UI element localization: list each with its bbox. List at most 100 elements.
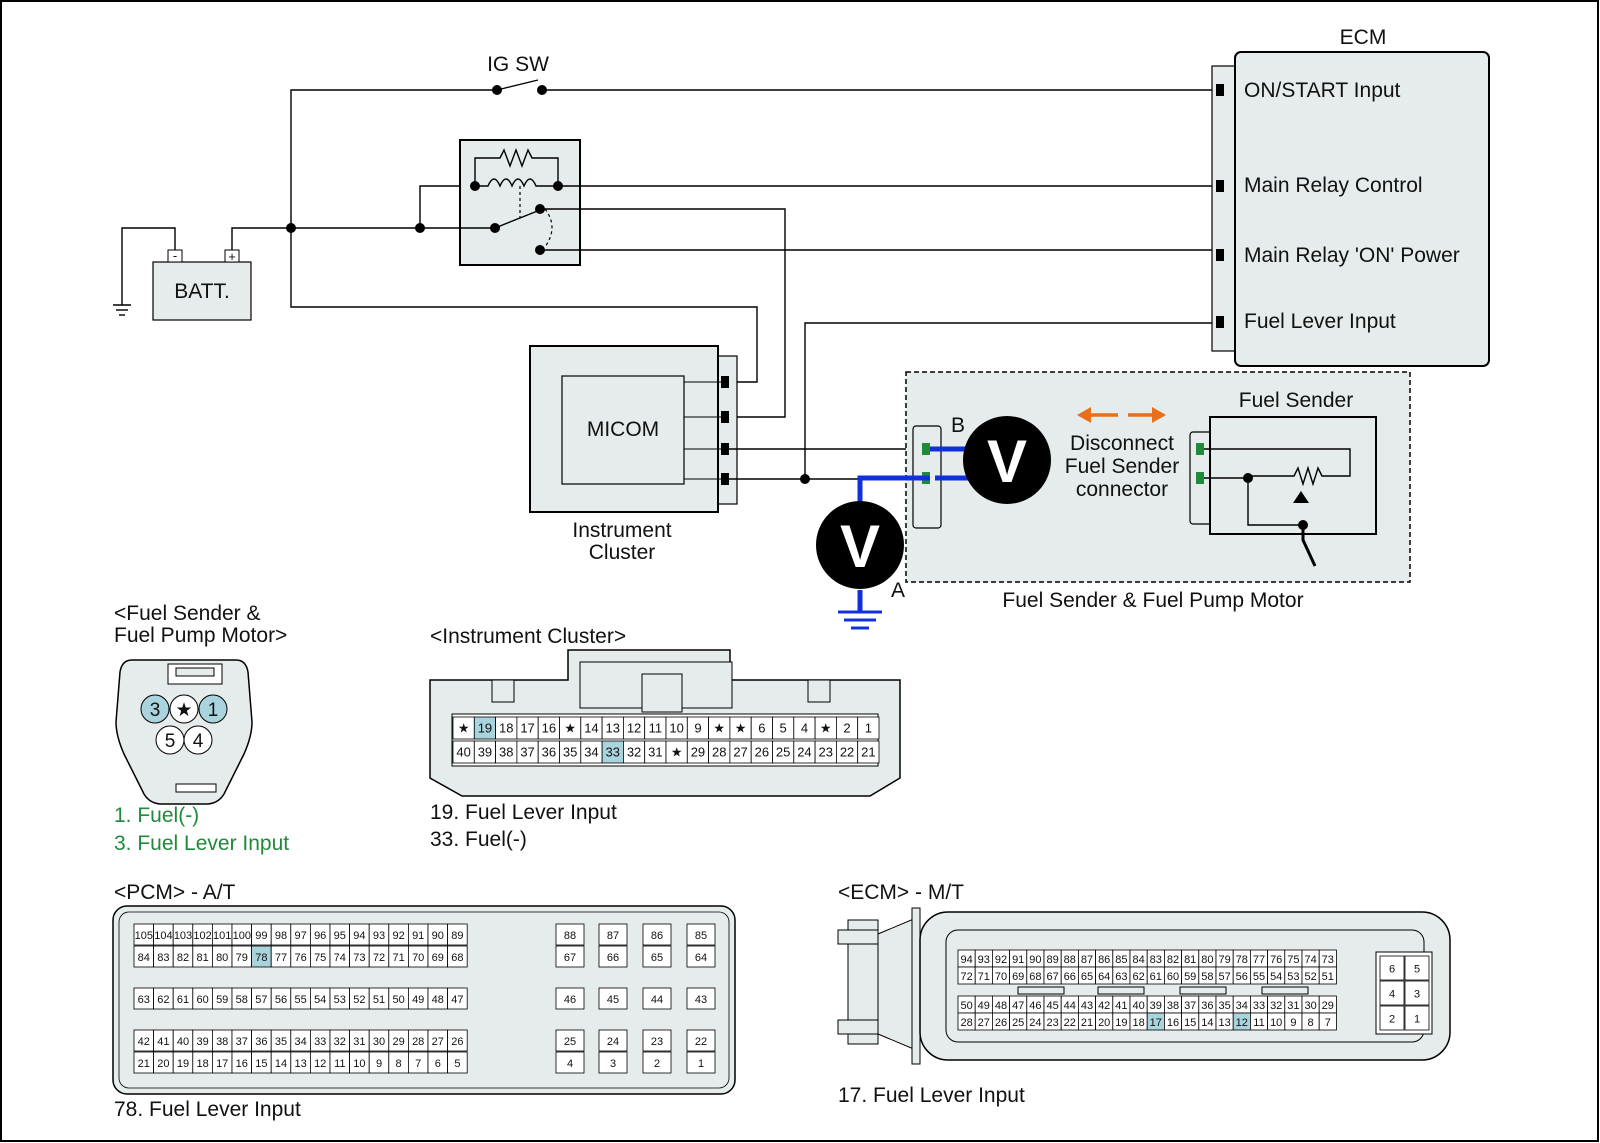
pin-38: 38 [1164,995,1183,1014]
pin-19: 19 [172,1051,194,1074]
pin-52: 52 [1301,966,1320,985]
svg-text:44: 44 [651,994,663,1006]
svg-text:71: 71 [392,952,404,964]
svg-text:21: 21 [861,745,875,760]
pin-73: 73 [1318,949,1337,968]
battery-plus: + [228,249,236,264]
pin-34: 34 [580,740,603,764]
fs-pin-4 [183,725,213,755]
svg-text:62: 62 [1132,971,1144,983]
svg-text:32: 32 [1270,1000,1282,1012]
svg-text:66: 66 [607,952,619,964]
pin-70: 70 [992,966,1011,985]
svg-text:16: 16 [542,721,556,736]
pin-102: 102 [192,923,213,946]
pin-92: 92 [388,923,409,946]
svg-text:82: 82 [177,952,189,964]
pin-9: 9 [368,1051,390,1074]
pin-11: 11 [1250,1012,1269,1031]
pin-9: 9 [686,716,709,740]
fs-pin-3 [140,694,170,724]
pin-47: 47 [1009,995,1028,1014]
pin-28: 28 [407,1029,429,1052]
svg-text:56: 56 [1236,971,1248,983]
svg-text:35: 35 [275,1036,287,1048]
svg-text:93: 93 [373,930,385,942]
pin-17: 17 [211,1051,233,1074]
svg-text:85: 85 [695,930,707,942]
svg-text:93: 93 [978,954,990,966]
pin-46: 46 [1026,995,1045,1014]
pin-35: 35 [270,1029,292,1052]
pin-57: 57 [251,987,272,1010]
ig-switch-label: IG SW [487,53,549,76]
ecm-connector-title: <ECM> - M/T [838,881,964,904]
svg-text:72: 72 [373,952,385,964]
svg-text:84: 84 [138,952,150,964]
pin-22: 22 [1060,1012,1079,1031]
pin-33: 33 [601,740,624,764]
pin-77: 77 [1250,949,1269,968]
svg-text:63: 63 [1115,971,1127,983]
pin-16: 16 [1164,1012,1183,1031]
pin-12: 12 [309,1051,331,1074]
svg-text:89: 89 [1046,954,1058,966]
pin-65: 65 [1078,966,1097,985]
svg-text:42: 42 [138,1036,150,1048]
svg-text:28: 28 [412,1036,424,1048]
pin-72: 72 [957,966,976,985]
pin-14: 14 [270,1051,292,1074]
battery: - + BATT. [113,227,455,321]
pin-74: 74 [329,945,351,968]
pin-86: 86 [642,923,672,946]
svg-text:54: 54 [314,994,326,1006]
pin-54: 54 [1267,966,1286,985]
voltmeter-b: V [963,416,1051,504]
svg-text:80: 80 [216,952,228,964]
pin-21: 21 [1078,1012,1097,1031]
fuel-sender-connector: 3 ★ 1 5 4 [115,659,253,805]
probe-ground [838,610,882,630]
ecm-pin-fuel-lever-input: Fuel Lever Input [1244,310,1396,333]
pin-85: 85 [686,923,716,946]
pin-64: 64 [1095,966,1114,985]
svg-text:43: 43 [1081,1000,1093,1012]
pin-4: 4 [793,716,816,740]
voltmeter-a: V [816,501,904,589]
svg-text:83: 83 [157,952,169,964]
svg-text:33: 33 [606,745,620,760]
svg-text:38: 38 [499,745,513,760]
svg-text:34: 34 [584,745,598,760]
pin-16: 16 [231,1051,253,1074]
svg-text:75: 75 [314,952,326,964]
svg-text:94: 94 [960,954,972,966]
pin-54: 54 [309,987,331,1010]
svg-text:88: 88 [1064,954,1076,966]
pin-7: 7 [1318,1012,1337,1031]
svg-text:25: 25 [1012,1017,1024,1029]
pin-56: 56 [1232,966,1251,985]
svg-text:12: 12 [627,721,641,736]
svg-text:49: 49 [978,1000,990,1012]
pin-26: 26 [750,740,773,764]
svg-text:27: 27 [432,1036,444,1048]
svg-text:4: 4 [193,731,204,752]
pin-42: 42 [133,1029,155,1052]
pin-11: 11 [644,716,667,740]
svg-text:22: 22 [695,1036,707,1048]
pin-38: 38 [495,740,518,764]
svg-text:41: 41 [1115,1000,1127,1012]
svg-text:31: 31 [648,745,662,760]
pin-16: 16 [537,716,560,740]
pin-41: 41 [1112,995,1131,1014]
pin-86: 86 [1095,949,1114,968]
pin-58: 58 [231,987,253,1010]
pin-star: ★ [665,740,688,764]
svg-text:32: 32 [627,745,641,760]
svg-text:4: 4 [801,721,808,736]
pin-6: 6 [750,716,773,740]
pin-63: 63 [1112,966,1131,985]
pin-20: 20 [1095,1012,1114,1031]
svg-text:25: 25 [776,745,790,760]
